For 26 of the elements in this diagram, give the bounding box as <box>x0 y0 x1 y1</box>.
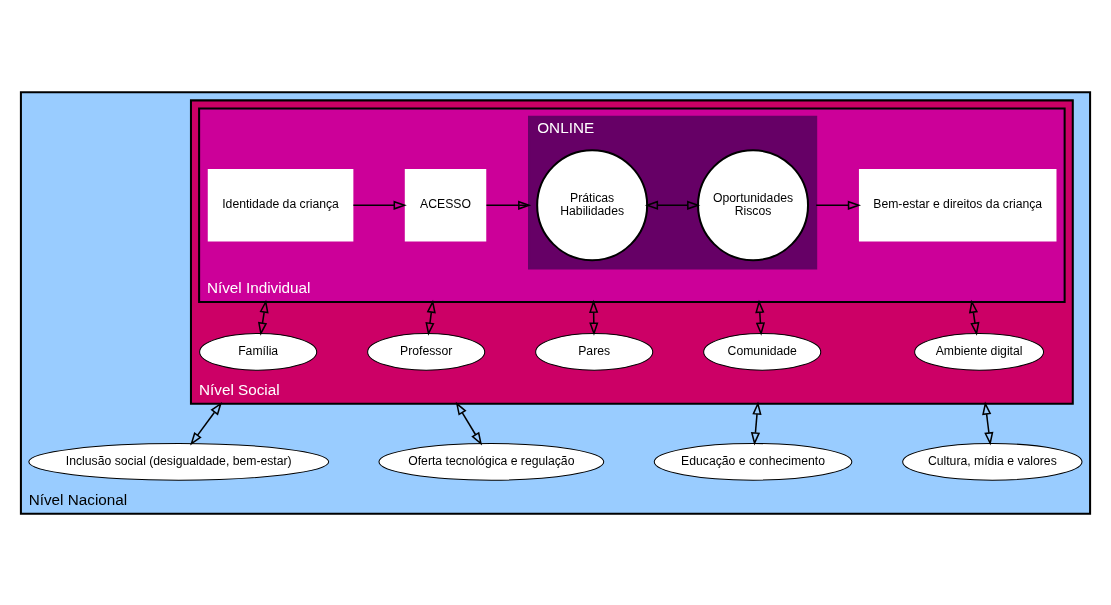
arrow <box>455 401 483 445</box>
node-ellipse: Comunidade <box>703 332 822 371</box>
arrow <box>815 200 862 210</box>
node-ellipse: Pares <box>535 332 654 371</box>
node-box: Bem-estar e direitos da criança <box>858 168 1057 241</box>
arrow <box>425 299 436 336</box>
node-circle: Práticas Habilidades <box>536 148 649 261</box>
arrow <box>982 401 994 445</box>
arrow <box>750 401 762 445</box>
node-box: ACESSO <box>404 168 487 241</box>
arrow <box>352 200 407 210</box>
node-ellipse: Inclusão social (desigualdade, bem-estar) <box>28 442 330 481</box>
node-ellipse: Cultura, mídia e valores <box>902 442 1083 481</box>
node-ellipse: Família <box>199 332 318 371</box>
arrow <box>644 200 701 210</box>
arrow <box>968 299 980 336</box>
node-circle: Oportunidades Riscos <box>697 148 810 261</box>
node-ellipse: Educação e conhecimento <box>653 442 853 481</box>
node-ellipse: Ambiente digital <box>914 332 1045 371</box>
arrow <box>755 299 766 336</box>
arrow <box>257 299 269 336</box>
arrow <box>190 401 223 445</box>
node-ellipse: Oferta tecnológica e regulação <box>378 442 605 481</box>
arrow <box>485 200 532 210</box>
node-box: Identidade da criança <box>207 168 354 241</box>
node-ellipse: Professor <box>367 332 486 371</box>
